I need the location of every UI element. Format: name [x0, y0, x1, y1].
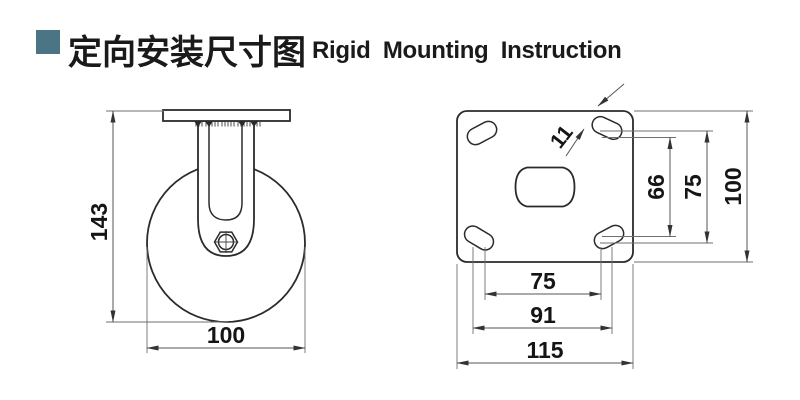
bottom-extension-lines: [456, 247, 634, 369]
center-hole: [514, 166, 576, 208]
wheel-diameter-label: 100: [207, 322, 245, 348]
dimension-wheel-diameter: 100: [146, 247, 306, 353]
dimension-vertical-inner: 66: [643, 137, 673, 237]
dimension-horizontal-inner: 75: [484, 268, 602, 297]
dimension-horizontal-outer: 91: [472, 302, 613, 331]
dimension-plate-width: 115: [456, 337, 634, 366]
page-title-english: Rigid Mounting Instruction: [312, 37, 622, 64]
fork-inner-slot: [208, 120, 243, 221]
caster-side-view-drawing: 143 100: [86, 109, 306, 353]
slot-top-right: [591, 115, 623, 141]
dimension-plate-height: 100: [720, 110, 750, 263]
weld-fillets: [194, 121, 258, 127]
dimension-overall-height: 143: [86, 110, 228, 323]
top-plate: [162, 109, 291, 122]
slot-top-left: [466, 120, 498, 146]
dimension-vertical-outer: 75: [680, 130, 710, 244]
overall-height-label: 143: [86, 203, 112, 241]
title-bullet-icon: [36, 30, 60, 54]
vertical-inner-label: 66: [643, 174, 669, 200]
axle-crosshair: [215, 231, 237, 253]
vertical-outer-label: 75: [680, 174, 706, 200]
right-extension-lines: [600, 110, 753, 263]
slot-bottom-left: [463, 225, 495, 251]
plate-width-label: 115: [526, 337, 563, 363]
horizontal-outer-label: 91: [530, 302, 556, 328]
page-title-chinese: 定向安装尺寸图: [68, 33, 306, 73]
mounting-plate-top-view-drawing: 11 66 75 100 75: [456, 83, 753, 369]
horizontal-inner-label: 75: [530, 268, 556, 294]
plate-height-label: 100: [720, 167, 746, 205]
